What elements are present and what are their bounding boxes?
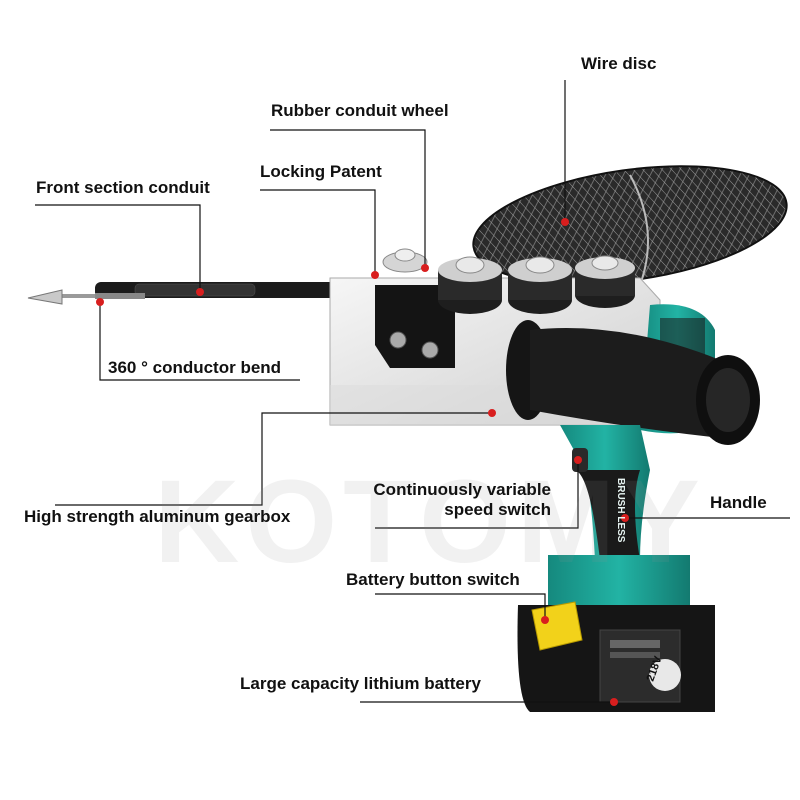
conduit-wheels	[382, 248, 635, 314]
brushless-text: BRUSH LESS	[615, 478, 626, 543]
label-wire-disc: Wire disc	[581, 54, 657, 73]
label-rubber-conduit-wheel: Rubber conduit wheel	[271, 101, 449, 120]
leader-front-conduit	[35, 204, 201, 290]
leader-battery-switch	[375, 593, 546, 620]
dot-handle	[621, 514, 629, 522]
dot-speed-switch	[574, 456, 582, 464]
label-battery-button-switch: Battery button switch	[346, 570, 520, 589]
side-handle	[506, 320, 760, 445]
label-handle: Handle	[710, 493, 767, 512]
label-aluminum-gearbox: High strength aluminum gearbox	[24, 507, 291, 526]
label-speed-switch-line2: speed switch	[444, 500, 551, 519]
label-front-section-conduit: Front section conduit	[36, 178, 210, 197]
leader-speed-switch	[375, 460, 579, 529]
callout-dots	[96, 218, 629, 706]
label-locking-patent: Locking Patent	[260, 162, 382, 181]
pistol-grip	[560, 425, 650, 560]
dot-lithium-battery	[610, 698, 618, 706]
dot-battery-switch	[541, 616, 549, 624]
dot-conductor-bend	[96, 298, 104, 306]
leader-rubber-wheel	[270, 129, 426, 268]
leader-locking-patent	[260, 189, 376, 275]
dot-front-conduit	[196, 288, 204, 296]
callout-lines	[35, 80, 790, 703]
leader-gearbox	[55, 412, 492, 506]
dot-wire-disc	[561, 218, 569, 226]
leader-conductor-bend	[99, 302, 300, 381]
label-conductor-bend: 360 ° conductor bend	[108, 358, 282, 377]
brand-watermark: KOTOMY	[154, 456, 706, 588]
wire-disc	[472, 165, 788, 286]
dot-gearbox	[488, 409, 496, 417]
dot-locking-patent	[371, 271, 379, 279]
label-lithium-battery: Large capacity lithium battery	[240, 674, 481, 693]
label-speed-switch-line1: Continuously variable	[373, 480, 551, 499]
dot-rubber-wheel	[421, 264, 429, 272]
